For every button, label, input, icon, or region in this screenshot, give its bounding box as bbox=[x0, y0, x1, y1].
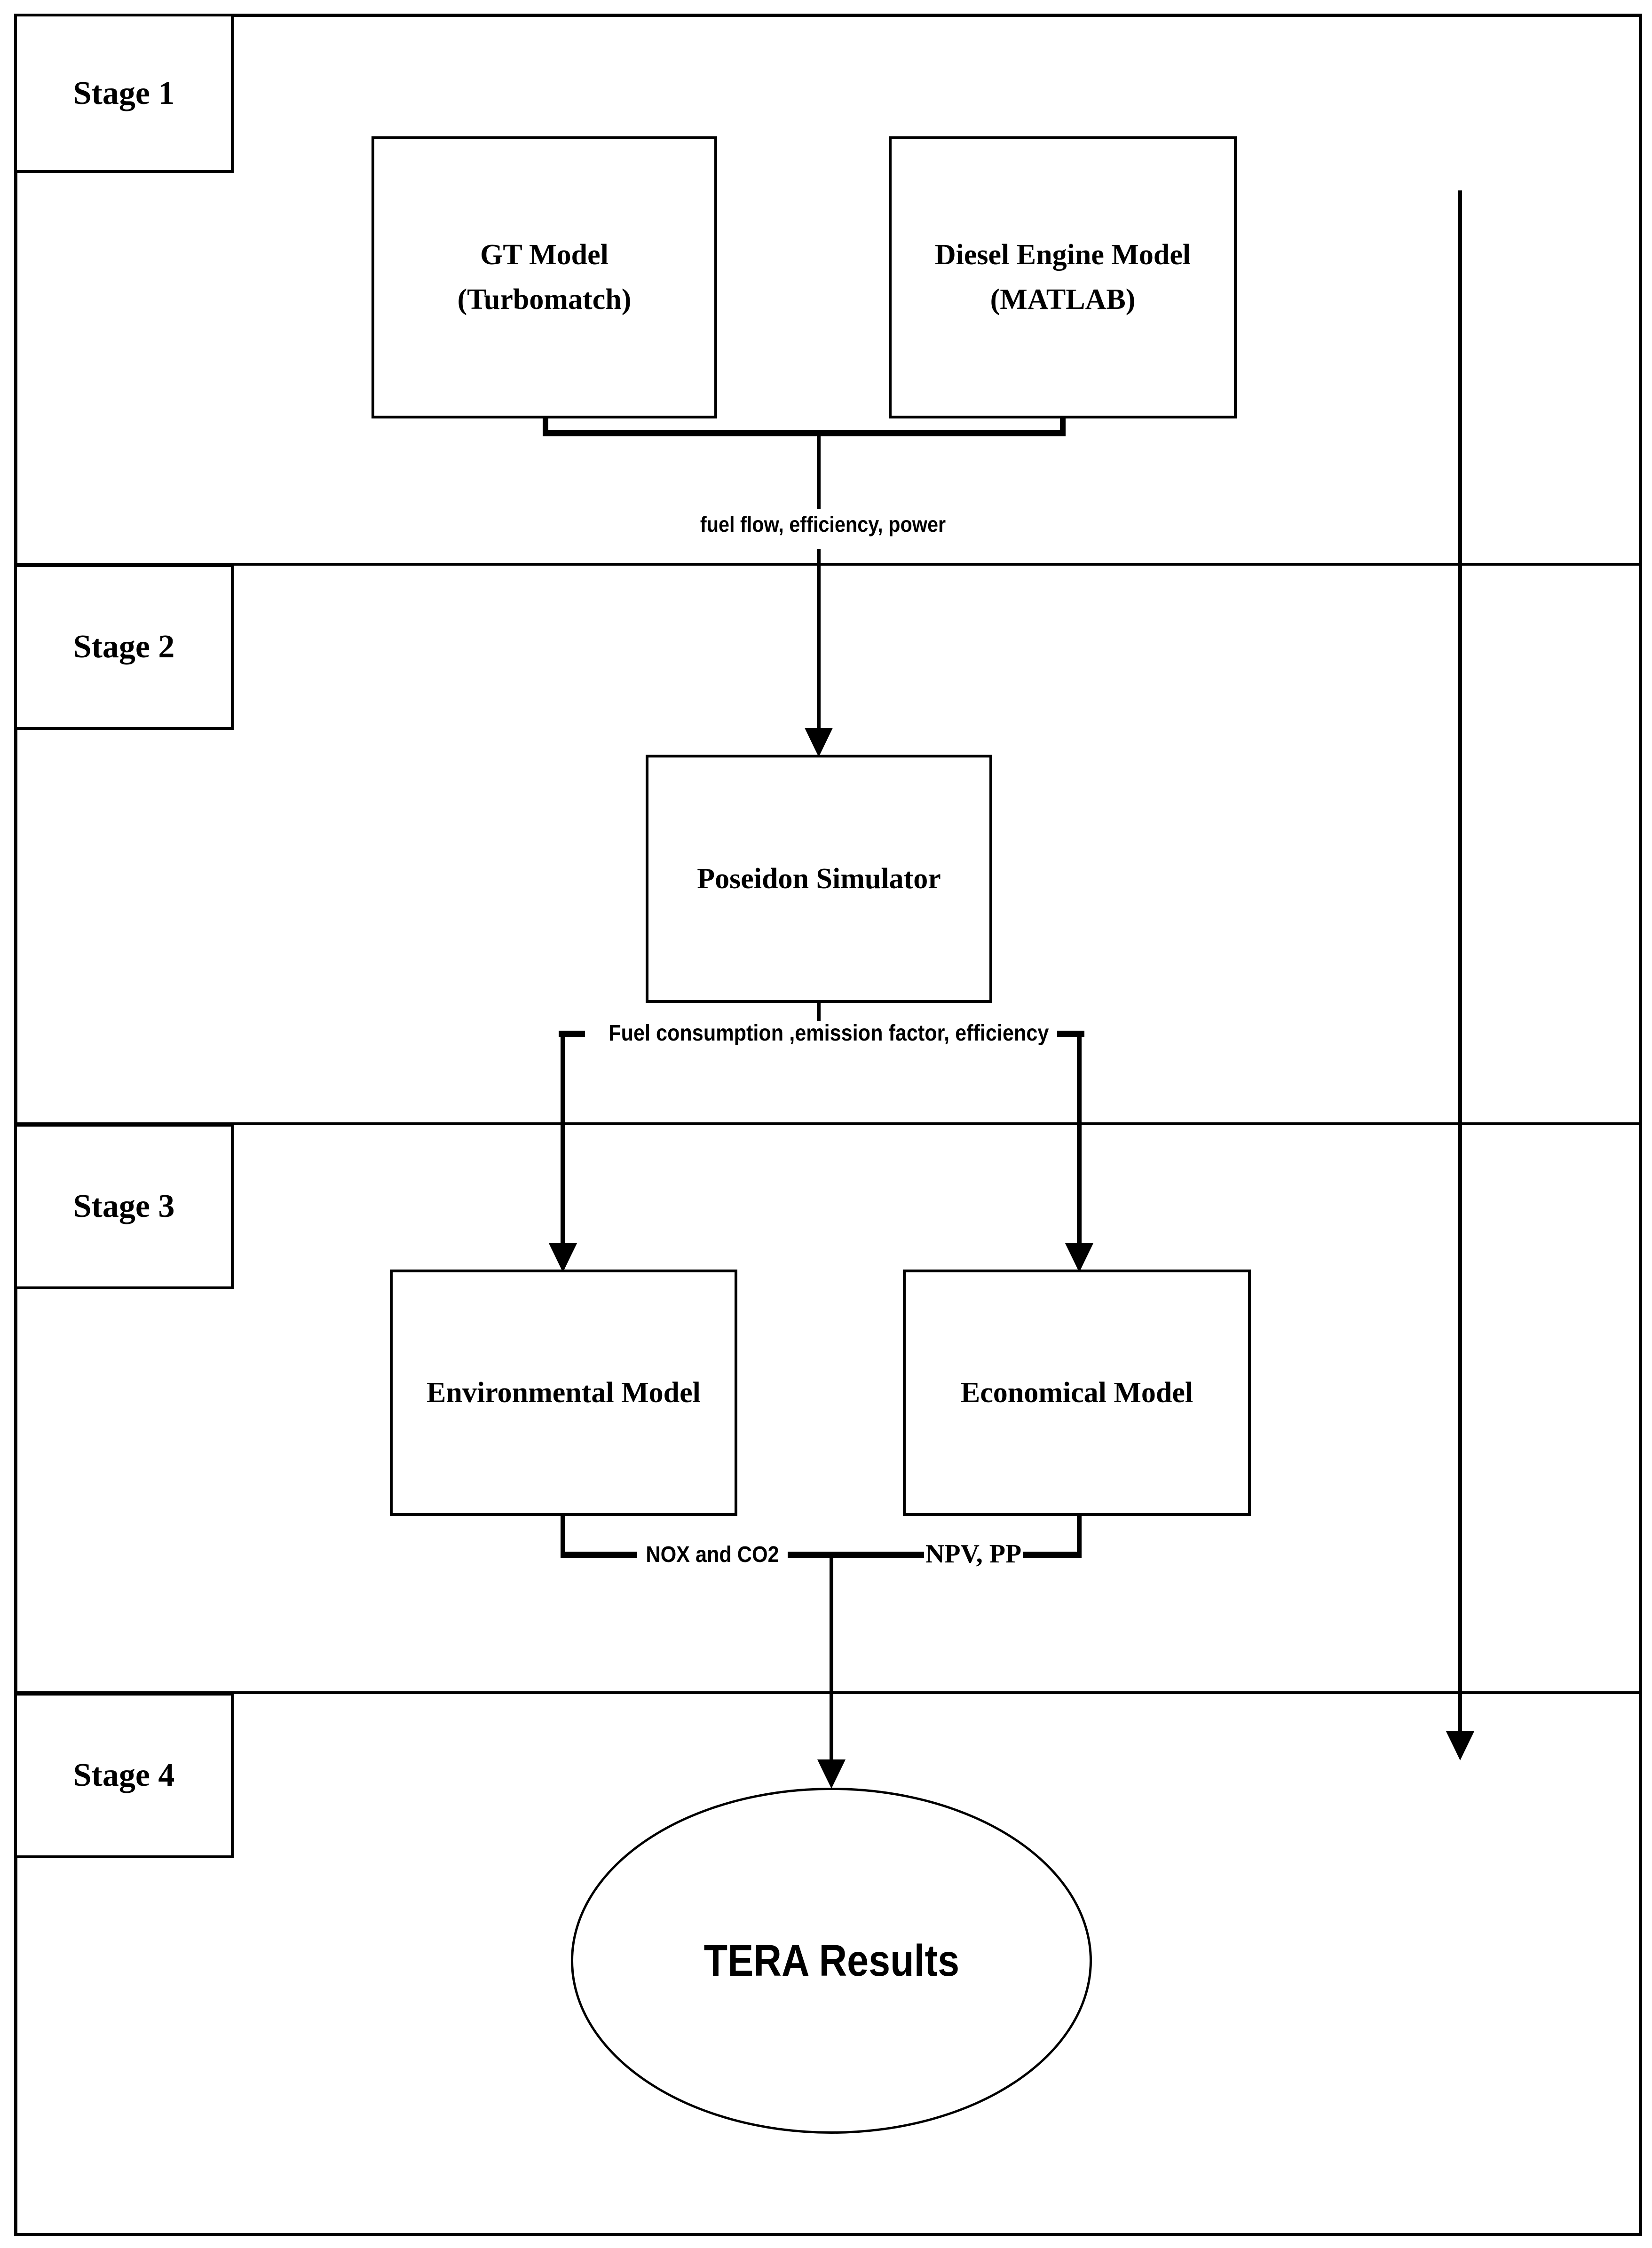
arrowhead-into-environmental bbox=[549, 1243, 577, 1272]
gt-output-stub bbox=[543, 418, 548, 432]
stage-divider-3 bbox=[14, 1691, 1642, 1694]
economical-model-label: Economical Model bbox=[960, 1376, 1194, 1409]
merge-bar-stage3-seg1 bbox=[561, 1552, 637, 1558]
line-to-tera bbox=[830, 1556, 833, 1759]
stage1-output-line-lower bbox=[817, 549, 821, 731]
merge-bar-stage3-seg3 bbox=[1023, 1552, 1082, 1558]
stage2-output-label: Fuel consumption ,emission factor, effic… bbox=[609, 1021, 1049, 1046]
diesel-model-label-line2: (MATLAB) bbox=[990, 284, 1136, 316]
stage-3-box: Stage 3 bbox=[14, 1124, 234, 1289]
tera-results-label: TERA Results bbox=[703, 1935, 959, 1986]
stage-1-label: Stage 1 bbox=[73, 75, 175, 111]
arrowhead-into-tera bbox=[817, 1759, 846, 1789]
economical-model-box: Economical Model bbox=[903, 1270, 1251, 1516]
poseidon-output-stub bbox=[817, 1002, 821, 1021]
gt-model-label-line2: (Turbomatch) bbox=[457, 284, 632, 316]
diesel-model-label-line1: Diesel Engine Model bbox=[934, 239, 1191, 271]
poseidon-label: Poseidon Simulator bbox=[697, 862, 941, 895]
stage-4-label: Stage 4 bbox=[73, 1757, 175, 1793]
stage-1-box: Stage 1 bbox=[14, 14, 234, 173]
stage-2-box: Stage 2 bbox=[14, 564, 234, 730]
arrowhead-into-economical bbox=[1065, 1243, 1093, 1272]
environmental-model-box: Environmental Model bbox=[390, 1270, 737, 1516]
stages-span-arrowhead bbox=[1446, 1731, 1474, 1760]
environmental-output-label: NOX and CO2 bbox=[646, 1542, 779, 1567]
stage-2-label: Stage 2 bbox=[73, 629, 175, 665]
stage1-output-line-upper bbox=[817, 436, 821, 509]
stage-4-box: Stage 4 bbox=[14, 1693, 234, 1858]
gt-model-label-line1: GT Model bbox=[480, 239, 609, 271]
stages-span-arrow-line bbox=[1458, 190, 1462, 1731]
branch-line-left bbox=[561, 1031, 565, 1247]
merge-bar-stage1 bbox=[543, 430, 1066, 436]
diesel-output-stub bbox=[1060, 418, 1066, 432]
merge-bar-stage3-seg2 bbox=[788, 1552, 924, 1558]
stage-divider-1 bbox=[14, 563, 1642, 566]
branch-line-right bbox=[1077, 1031, 1082, 1247]
gt-model-box: GT Model (Turbomatch) bbox=[372, 136, 717, 418]
stage1-output-label: fuel flow, efficiency, power bbox=[700, 512, 946, 536]
diesel-model-box: Diesel Engine Model (MATLAB) bbox=[889, 136, 1237, 418]
stage-divider-2 bbox=[14, 1122, 1642, 1125]
tera-results-ellipse: TERA Results bbox=[571, 1788, 1092, 2134]
stage-3-label: Stage 3 bbox=[73, 1188, 175, 1224]
environmental-output-stub bbox=[561, 1515, 565, 1556]
arrowhead-into-poseidon bbox=[805, 728, 833, 757]
poseidon-box: Poseidon Simulator bbox=[646, 755, 992, 1003]
economical-output-label: NPV, PP bbox=[925, 1539, 1022, 1569]
branch-bar-left-segment bbox=[559, 1031, 585, 1037]
economical-output-stub bbox=[1077, 1515, 1082, 1556]
environmental-model-label: Environmental Model bbox=[427, 1376, 701, 1409]
